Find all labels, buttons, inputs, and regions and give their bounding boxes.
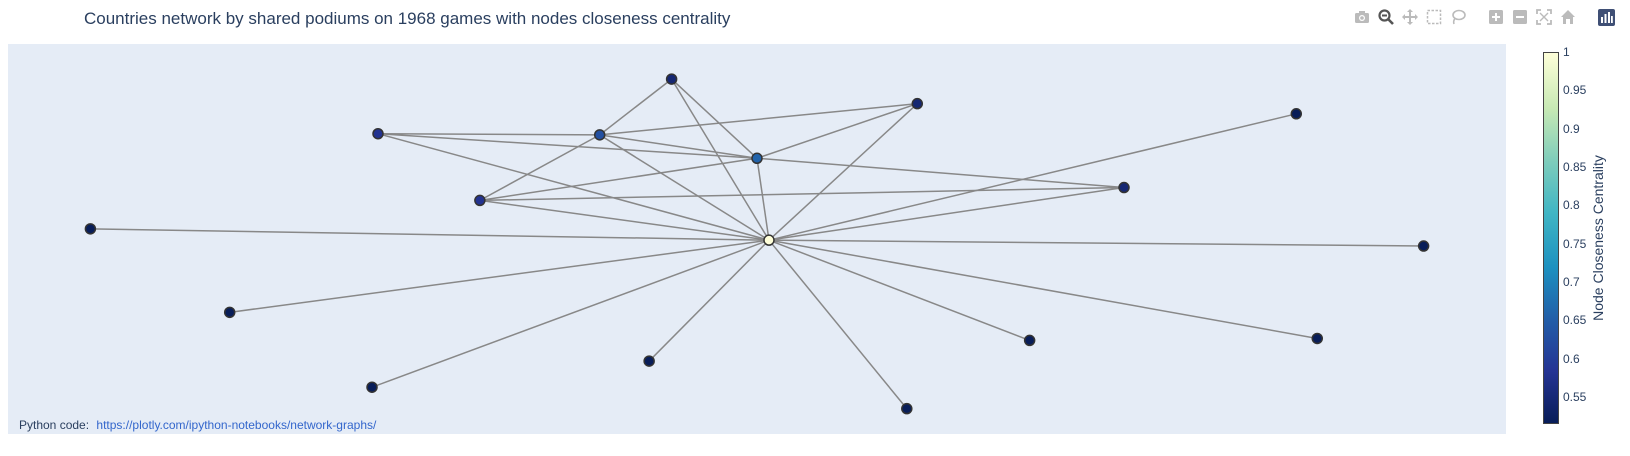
modebar [1352,7,1616,27]
network-edge [378,132,600,136]
network-edge [377,132,758,160]
network-node[interactable] [1290,108,1303,120]
network-edge [768,103,918,241]
colorbar-tick-label: 1 [1563,45,1570,59]
network-edge [599,78,673,136]
network-node[interactable] [911,97,924,110]
network-node[interactable] [763,234,775,246]
network-node[interactable] [1417,240,1430,252]
network-node[interactable] [1311,332,1324,345]
network-node[interactable] [665,73,678,85]
zoom-icon[interactable] [1376,7,1396,27]
network-edge [599,134,770,241]
network-node[interactable] [366,381,378,393]
network-edge [768,186,1125,241]
network-edge [479,199,770,241]
box-select-icon[interactable] [1424,7,1444,27]
network-edge [229,239,770,314]
colorbar-tick-label: 0.55 [1563,390,1587,405]
network-edge [756,157,1125,189]
network-edge [648,239,770,362]
network-edge [371,239,770,388]
network-edge [377,132,770,241]
colorbar-tick-label: 0.9 [1563,121,1580,136]
autoscale-icon[interactable] [1534,7,1554,27]
network-node[interactable] [84,223,97,235]
zoom-out-icon[interactable] [1510,7,1530,27]
network-edge [599,134,758,160]
colorbar-tick-label: 0.85 [1563,160,1587,175]
network-node[interactable] [751,152,763,165]
home-icon[interactable] [1558,7,1578,27]
zoom-in-icon[interactable] [1486,7,1506,27]
python-code-link[interactable]: https://plotly.com/ipython-notebooks/net… [96,418,377,432]
network-edge [479,157,758,202]
chart-title: Countries network by shared podiums on 1… [84,9,731,28]
plotly-logo-icon[interactable] [1596,7,1616,27]
colorbar-tick-label: 0.75 [1563,236,1587,251]
network-node[interactable] [474,194,486,207]
network-node[interactable] [643,355,655,367]
lasso-icon[interactable] [1448,7,1468,27]
colorbar [1543,52,1559,424]
network-edge [479,186,1125,202]
annotation-label: Python code: [19,418,90,432]
network-edge [768,239,1424,247]
network-node[interactable] [593,129,606,141]
network-edge [670,78,770,241]
colorbar-tick-label: 0.8 [1563,198,1580,213]
network-edge [479,134,601,202]
network-edge [768,239,1030,342]
network-edge [768,239,1318,340]
network-node[interactable] [223,306,236,319]
camera-icon[interactable] [1352,7,1372,27]
network-node[interactable] [1118,181,1130,194]
network-edge [599,102,918,136]
network-edge [671,78,758,159]
network-edge [756,158,770,241]
python-code-annotation: Python code: https://plotly.com/ipython-… [19,418,376,432]
network-edge [768,113,1297,241]
network-node[interactable] [1023,334,1036,347]
pan-icon[interactable] [1400,7,1420,27]
network-edge [756,102,918,159]
colorbar-tick-label: 0.95 [1563,83,1587,98]
network-node[interactable] [372,127,384,140]
colorbar-title: Node Closeness Centrality [1590,155,1606,321]
network-node[interactable] [901,402,913,415]
colorbar-tick-label: 0.7 [1563,275,1580,290]
colorbar-tick-label: 0.6 [1563,351,1580,366]
network-edge [90,228,769,241]
colorbar-tick-label: 0.65 [1563,313,1587,328]
network-edge [768,239,908,410]
